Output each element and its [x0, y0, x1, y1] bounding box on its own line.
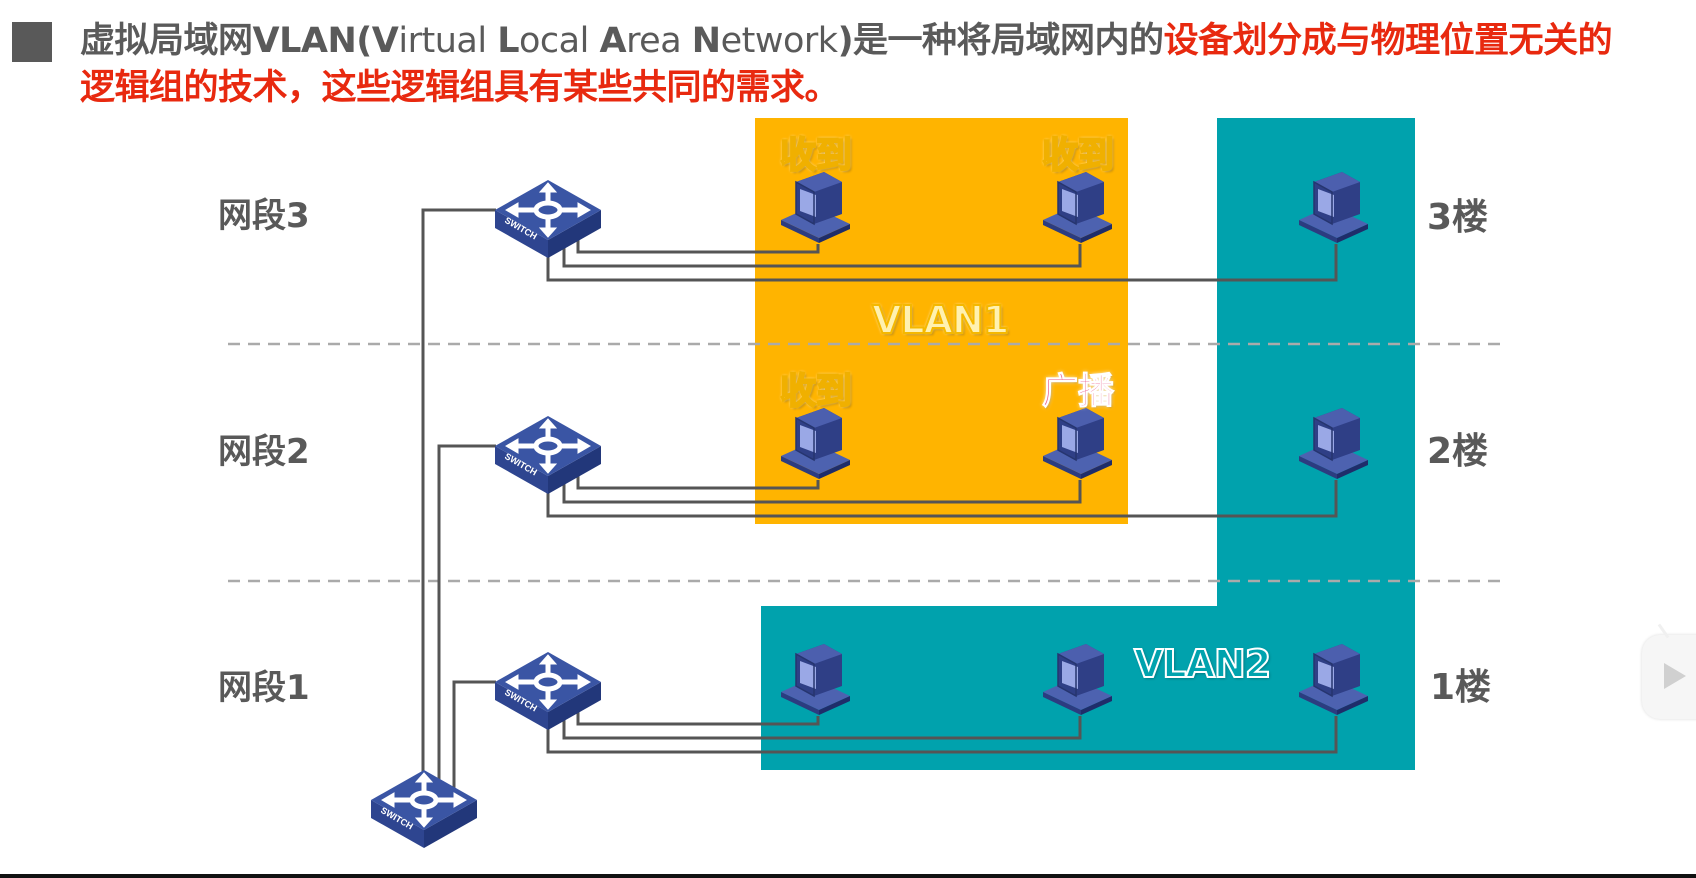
title-bullet: [12, 22, 52, 62]
floor-label-3: 3楼: [1427, 197, 1489, 238]
title-expansion-part: ocal: [519, 21, 600, 61]
host-computer-icon: [781, 644, 850, 715]
title-expansion-part: rea: [626, 21, 692, 61]
segment-label-1: 网段1: [218, 668, 310, 708]
bottom-bar: [0, 874, 1696, 878]
host-tag-broadcast: 广播: [1041, 371, 1115, 413]
host-computer-icon: [781, 408, 850, 479]
title-expansion-part: etwork: [720, 21, 838, 61]
title-expansion-part: L: [497, 21, 519, 61]
network-cable: [437, 444, 496, 782]
video-player-icon[interactable]: [1642, 635, 1696, 719]
network-cable: [562, 237, 1082, 268]
switch-icon: SWITCH: [495, 416, 601, 494]
title-expansion-part: N: [691, 21, 721, 61]
title-part1: 虚拟局域网VLAN(: [80, 21, 372, 61]
vlan2-label: VLAN2: [1133, 641, 1272, 687]
title-expansion-part: V: [371, 21, 399, 61]
segment-label-3: 网段3: [218, 196, 310, 236]
switch-icon: SWITCH: [495, 180, 601, 258]
network-cable: [562, 473, 1082, 504]
title-highlight: 设备划分成与物理位置无关的逻辑组的技术，这些逻辑组具有某些共同的需求。: [80, 21, 1613, 108]
host-computer-icon: [1043, 172, 1112, 243]
network-cable: [546, 480, 1338, 518]
host-tag-received: 收到: [779, 134, 853, 177]
floor-label-1: 1楼: [1430, 667, 1492, 708]
host-computer-icon: [781, 172, 850, 243]
network-cable: [546, 244, 1338, 282]
title-part3: )是一种将局域网内的: [837, 21, 1165, 61]
host-computer-icon: [1043, 644, 1112, 715]
host-tag-received: 收到: [779, 370, 853, 413]
host-computer-icon: [1043, 408, 1112, 479]
host-computer-icon: [1299, 172, 1368, 243]
network-cable: [452, 680, 496, 790]
slide-title: 虚拟局域网VLAN(Virtual Local Area Network)是一种…: [80, 18, 1640, 112]
network-cable: [562, 709, 1082, 740]
segment-label-2: 网段2: [218, 432, 310, 472]
host-tag-received: 收到: [1041, 134, 1115, 177]
title-expansion: Virtual Local Area Network: [372, 21, 838, 61]
host-computer-icon: [1299, 644, 1368, 715]
vlan1-label: VLAN1: [871, 297, 1010, 343]
network-cable: [546, 716, 1338, 754]
floor-label-2: 2楼: [1427, 431, 1489, 472]
host-computer-icon: [1299, 408, 1368, 479]
title-expansion-part: irtual: [398, 21, 498, 61]
switch-icon: SWITCH: [371, 770, 477, 848]
title-expansion-part: A: [599, 21, 627, 61]
switch-icon: SWITCH: [495, 652, 601, 730]
network-cable: [421, 208, 496, 775]
